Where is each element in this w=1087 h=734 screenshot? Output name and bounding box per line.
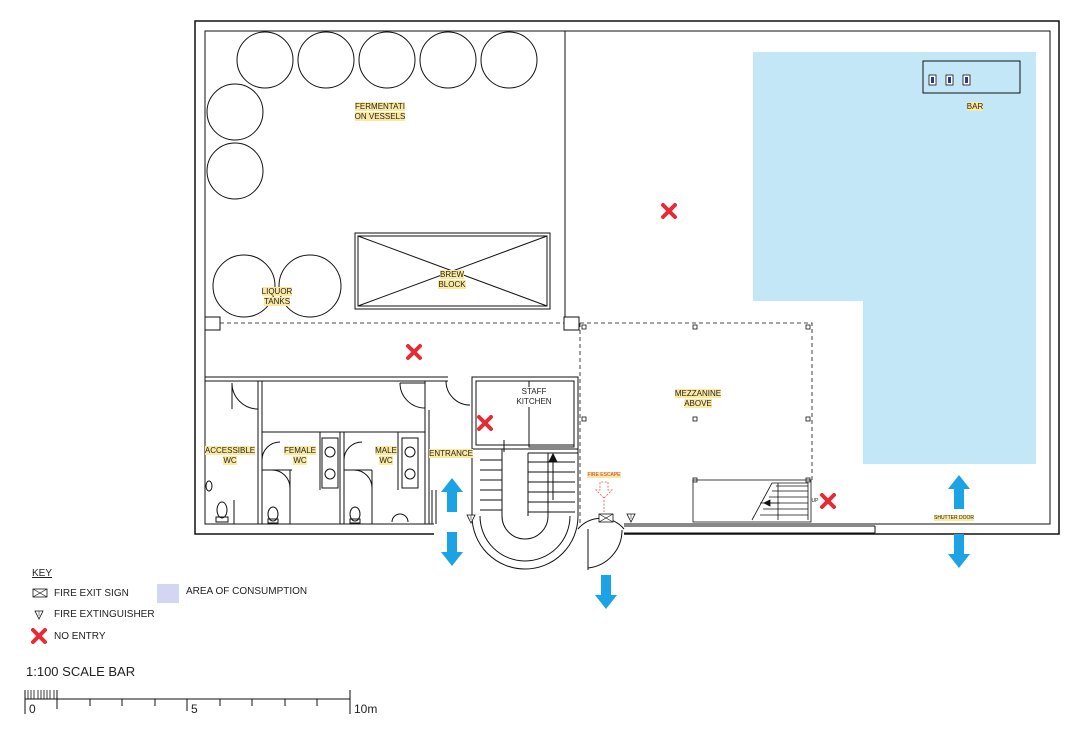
key-swatch-consumption (157, 584, 179, 603)
tap-icon (928, 74, 971, 86)
room-label-accessible-wc: ACCESSIBLE WC (204, 446, 256, 465)
cross-icon (477, 415, 493, 431)
fire-extinguisher-icon (626, 513, 636, 523)
outer-wall (194, 20, 1060, 535)
arrow-icon (948, 475, 970, 509)
arrow-icon (595, 575, 617, 609)
fire-exit-sign-icon (598, 513, 614, 523)
liquor-tanks (212, 254, 342, 318)
key-fire-extinguisher: FIRE EXTINGUISHER (54, 609, 155, 620)
room-label-liquor-tanks: LIQUOR TANKS (261, 287, 293, 306)
cross-icon (661, 203, 677, 219)
scale-title: 1:100 SCALE BAR (26, 664, 136, 679)
inner-wall (204, 30, 1051, 525)
cross-icon (820, 493, 836, 509)
fire-extinguisher-icon (34, 610, 44, 620)
room-label-fire-escape: FIRE ESCAPE (587, 472, 621, 478)
room-label-fermentation: FERMENTATI ON VESSELS (354, 102, 406, 121)
scale-label-0: 0 (29, 702, 36, 716)
fire-extinguisher-icon (466, 514, 476, 524)
room-label-entrance: ENTRANCE (428, 449, 473, 458)
room-label-female-wc: FEMALE WC (283, 446, 316, 465)
mezzanine-outline (579, 322, 813, 524)
key-no-entry: NO ENTRY (54, 631, 106, 642)
room-label-brew-block: BREW BLOCK (438, 270, 466, 289)
room-label-shutter-door: SHUTTER DOOR (934, 515, 974, 521)
key-fire-exit-sign: FIRE EXIT SIGN (54, 588, 129, 599)
fire-escape-arrow (595, 481, 613, 512)
mezzanine-stair (692, 479, 812, 523)
fire-exit-sign-icon (32, 588, 48, 598)
fermentation-vessels (206, 31, 538, 200)
area-of-consumption (753, 52, 1036, 464)
room-label-mezzanine: MEZZANINE ABOVE (674, 389, 722, 408)
key-area-of-consumption: AREA OF CONSUMPTION (186, 586, 308, 597)
cross-icon (406, 344, 422, 360)
room-label-male-wc: MALE WC (375, 446, 397, 465)
arrow-icon (948, 534, 970, 568)
arrow-icon (441, 532, 463, 566)
arrow-icon (441, 478, 463, 512)
room-label-bar: BAR (966, 102, 984, 111)
room-label-staff-kitchen: STAFF KITCHEN (516, 387, 552, 406)
scale-label-5: 5 (191, 702, 198, 716)
stair-up-label: UP (811, 498, 819, 504)
scale-bar (24, 690, 351, 714)
wc-block (205, 376, 471, 524)
key-title: KEY (32, 568, 53, 579)
scale-label-10: 10m (354, 702, 378, 716)
cross-icon (31, 628, 47, 644)
bar-counter (922, 60, 1021, 94)
